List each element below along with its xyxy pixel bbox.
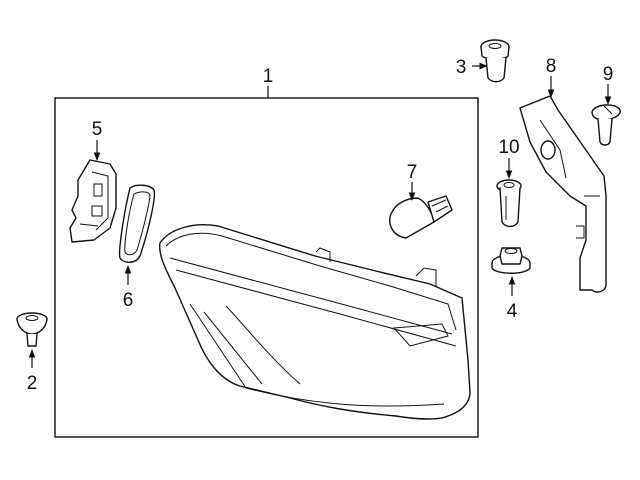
mounting-bracket [519, 95, 607, 293]
callout-6: 6 [123, 290, 134, 311]
gasket [118, 184, 156, 263]
callout-9: 9 [603, 64, 614, 85]
callout-7: 7 [407, 162, 418, 183]
tail-lamp-housing [159, 224, 471, 420]
push-clip [16, 312, 48, 347]
callout-5: 5 [92, 119, 103, 140]
bulb-carrier [69, 159, 117, 243]
callout-2: 2 [27, 373, 38, 394]
assembly-frame [54, 97, 479, 438]
screw [591, 104, 621, 146]
expansion-nut [480, 39, 510, 83]
callout-8: 8 [546, 56, 557, 77]
callout-4: 4 [507, 301, 518, 322]
callout-3: 3 [456, 57, 467, 78]
callout-10: 10 [498, 137, 519, 158]
flange-nut [491, 247, 531, 274]
bulb [388, 195, 453, 239]
expansion-nut-small [496, 179, 522, 228]
callout-1: 1 [263, 66, 274, 87]
